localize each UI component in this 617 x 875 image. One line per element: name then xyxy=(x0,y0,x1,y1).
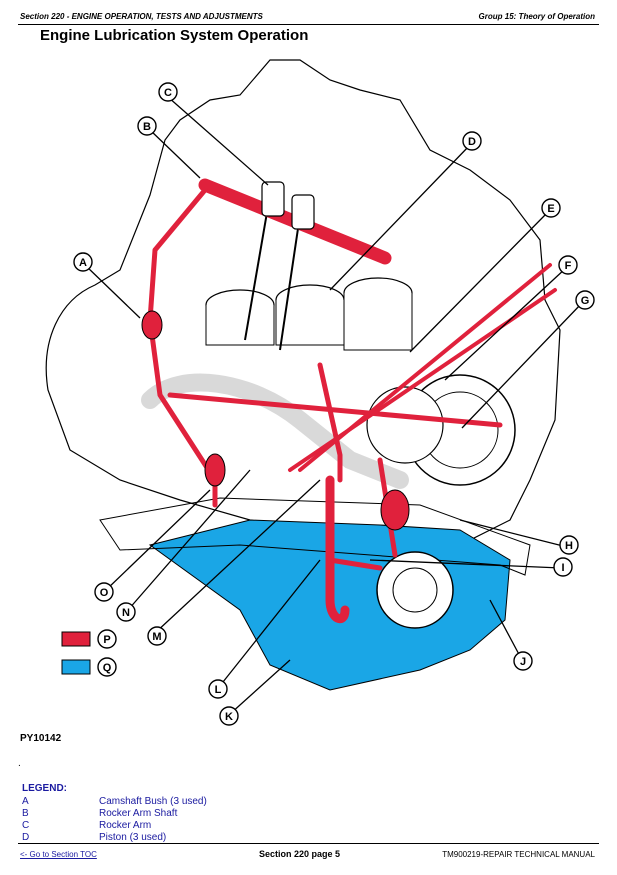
svg-text:D: D xyxy=(468,136,476,148)
header-divider xyxy=(18,24,599,25)
leader-lines xyxy=(84,96,583,715)
svg-text:M: M xyxy=(152,631,161,643)
svg-text:H: H xyxy=(565,540,573,552)
svg-text:G: G xyxy=(581,295,590,307)
callout-j: J xyxy=(513,651,533,671)
callout-m: M xyxy=(147,626,167,646)
svg-text:O: O xyxy=(100,587,109,599)
svg-text:F: F xyxy=(565,260,572,272)
svg-text:I: I xyxy=(561,562,564,574)
callout-b: B xyxy=(137,116,157,136)
legend-heading: LEGEND: xyxy=(22,783,67,794)
figure-id: PY10142 xyxy=(20,733,62,744)
svg-text:B: B xyxy=(143,121,151,133)
camshaft-bush-a xyxy=(141,310,163,340)
callout-e: E xyxy=(541,198,561,218)
legend-item-a: A Camshaft Bush (3 used) xyxy=(22,796,207,807)
swatch-sump-oil xyxy=(61,659,91,675)
crank-gear-hub xyxy=(392,567,438,613)
footer-divider xyxy=(18,843,599,844)
manual-id: TM900219-REPAIR TECHNICAL MANUAL xyxy=(442,850,595,859)
callout-d: D xyxy=(462,131,482,151)
idler-gear xyxy=(366,386,444,464)
callout-i: I xyxy=(553,557,573,577)
page-title: Engine Lubrication System Operation xyxy=(40,27,309,44)
camshaft-bush-front xyxy=(204,453,226,487)
header-group: Group 15: Theory of Operation xyxy=(478,12,595,21)
svg-text:C: C xyxy=(164,87,172,99)
callout-f: F xyxy=(558,255,578,275)
legend-key: B xyxy=(22,808,29,819)
crankshaft xyxy=(141,373,409,489)
svg-text:K: K xyxy=(225,711,233,723)
svg-text:E: E xyxy=(547,203,554,215)
legend-label: Piston (3 used) xyxy=(99,832,167,843)
callout-q: Q xyxy=(97,657,117,677)
legend-item-b: B Rocker Arm Shaft xyxy=(22,808,177,819)
legend-item-c: C Rocker Arm xyxy=(22,820,151,831)
legend-label: Rocker Arm xyxy=(99,820,152,831)
svg-text:N: N xyxy=(122,607,130,619)
svg-text:Q: Q xyxy=(103,662,112,674)
callout-p: P xyxy=(97,629,117,649)
svg-text:L: L xyxy=(215,684,222,696)
svg-text:A: A xyxy=(79,257,87,269)
legend-key: A xyxy=(22,796,29,807)
svg-text:P: P xyxy=(103,634,110,646)
callout-o: O xyxy=(94,582,114,602)
engine-outline xyxy=(45,59,561,541)
oil-pan-flange xyxy=(99,497,531,576)
legend-label: Rocker Arm Shaft xyxy=(99,808,178,819)
section-toc-link[interactable]: <- Go to Section TOC xyxy=(20,850,97,859)
legend-item-d: D Piston (3 used) xyxy=(22,832,166,843)
crank-gear xyxy=(376,551,454,629)
callout-c: C xyxy=(158,82,178,102)
callout-l: L xyxy=(208,679,228,699)
callout-a: A xyxy=(73,252,93,272)
callout-n: N xyxy=(116,602,136,622)
legend-key: C xyxy=(22,820,30,831)
callout-k: K xyxy=(219,706,239,726)
page-number: Section 220 page 5 xyxy=(259,849,341,859)
oil-pump-housing xyxy=(380,489,410,531)
legend-label: Camshaft Bush (3 used) xyxy=(99,796,207,807)
swatch-pressure-oil xyxy=(61,631,91,647)
svg-text:J: J xyxy=(520,656,526,668)
callout-g: G xyxy=(575,290,595,310)
bullet: . xyxy=(18,758,21,769)
legend-key: D xyxy=(22,832,30,843)
callout-h: H xyxy=(559,535,579,555)
header-section: Section 220 - ENGINE OPERATION, TESTS AN… xyxy=(20,12,263,21)
